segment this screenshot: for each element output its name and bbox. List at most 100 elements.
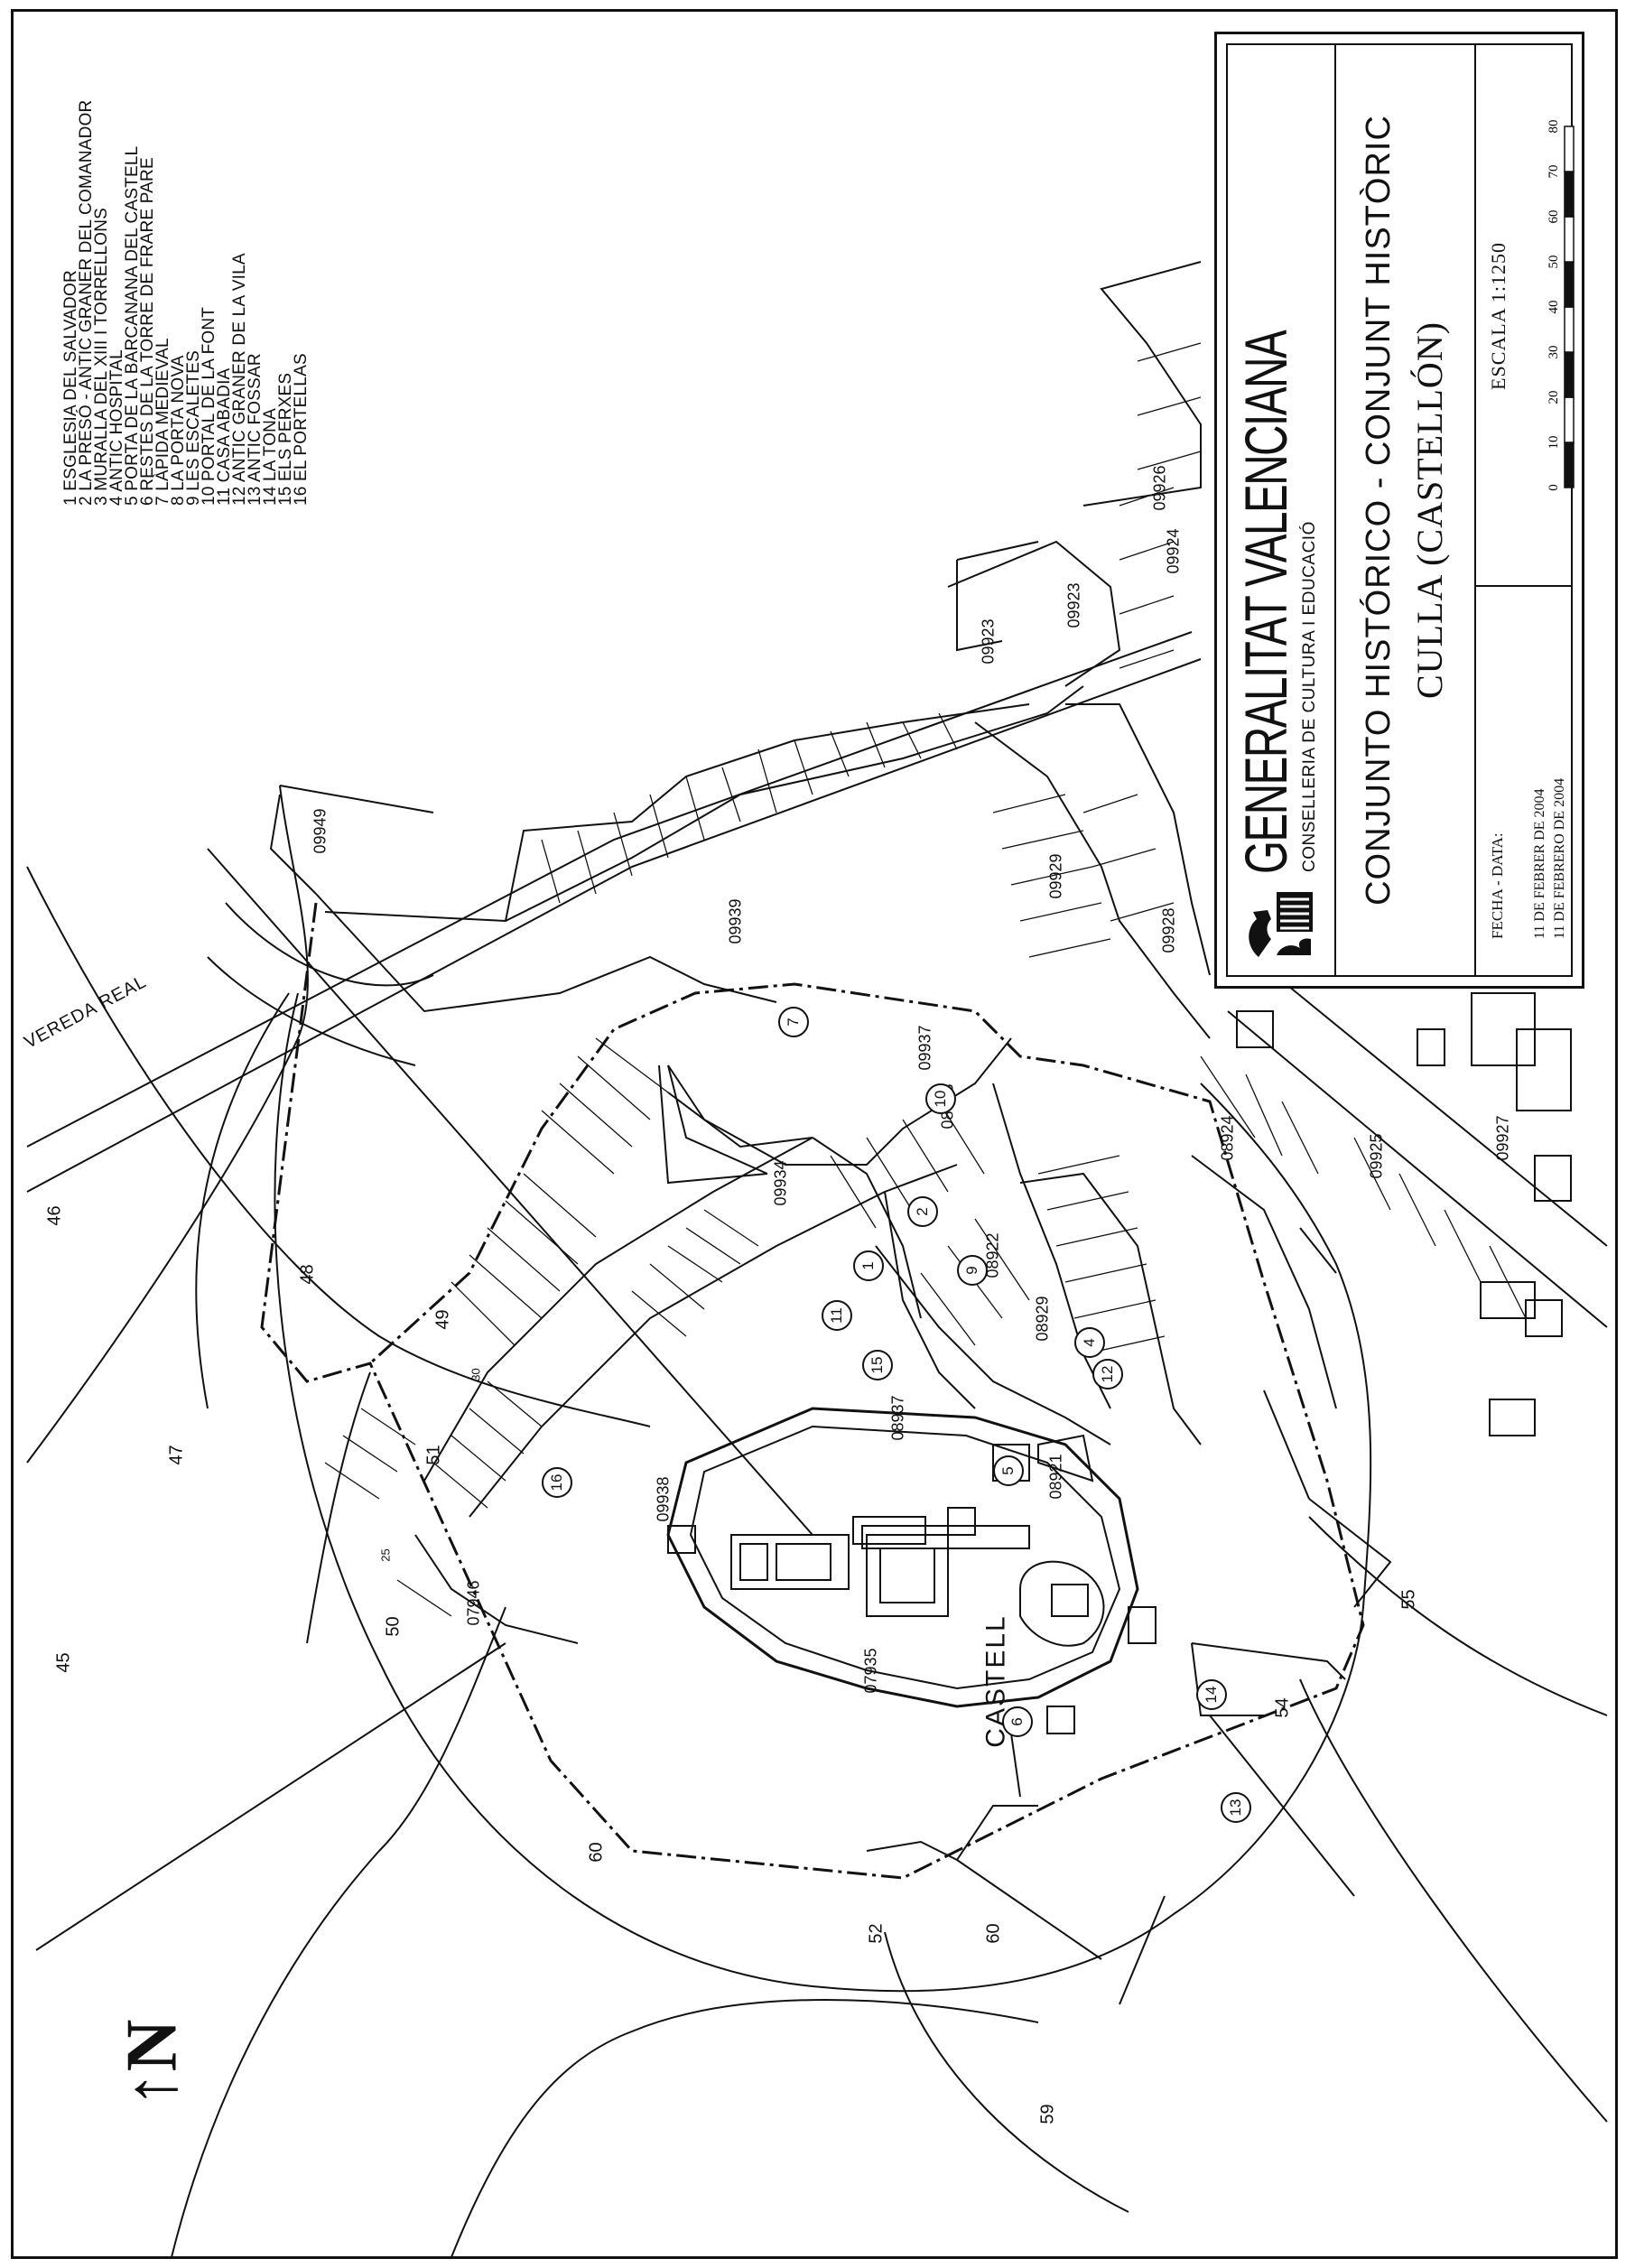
zone-number: 55 (1398, 1589, 1419, 1610)
monument-marker: 1 (853, 1250, 884, 1281)
town-block (324, 685, 1084, 923)
town-block (947, 540, 1121, 687)
zone-number: 60 (983, 1923, 1004, 1944)
town-block (469, 1164, 958, 1518)
lot-line (1119, 1895, 1166, 2005)
north-arrow-icon: ↑ (112, 2071, 192, 2108)
monument-marker: 13 (1221, 1792, 1251, 1823)
castle-building (1051, 1584, 1089, 1617)
lot-line (1209, 1715, 1355, 1897)
town-block (414, 1534, 579, 1644)
town-block (1191, 1155, 1337, 1409)
castle-building (852, 1516, 926, 1545)
lot-line (1263, 1390, 1310, 1500)
monument-marker: 9 (957, 1255, 988, 1286)
plan-title: CONJUNTO HISTÓRICO - CONJUNT HISTÒRIC (1360, 115, 1398, 906)
title-row: CONJUNTO HISTÓRICO - CONJUNT HISTÒRIC CU… (1334, 45, 1476, 975)
town-block (974, 721, 1211, 1039)
town-block (667, 1092, 813, 1148)
parcel-code: 09926 (1150, 465, 1169, 511)
contour-line (451, 1999, 1039, 2258)
lot-line (956, 1805, 1038, 1861)
zone-number: 50 (383, 1616, 404, 1637)
town-block (992, 1083, 1111, 1409)
town-block (423, 1137, 813, 1482)
north-arrow: ↑N (111, 2020, 193, 2108)
contour-line (26, 785, 309, 1464)
contour-line (1308, 1516, 1608, 1716)
scale-segment (1564, 396, 1575, 443)
scale-tick-label: 50 (1547, 256, 1561, 269)
monument-marker: 7 (778, 1007, 809, 1037)
castle-wall (666, 1407, 1139, 1708)
town-block (315, 893, 777, 1013)
town-block (1019, 1172, 1202, 1445)
town-block (1082, 261, 1202, 507)
monument-marker: 5 (993, 1455, 1024, 1486)
parcel-code: 09939 (726, 898, 745, 944)
monument-marker: 16 (542, 1467, 572, 1498)
zone-number: 54 (1272, 1697, 1293, 1718)
monument-marker: 12 (1092, 1359, 1123, 1390)
scale-tick-label: 0 (1547, 484, 1561, 491)
monument-marker: 15 (862, 1350, 893, 1380)
building (1417, 1028, 1445, 1066)
road-edge (1263, 965, 1608, 1247)
sheet-border (11, 9, 1618, 2259)
contour-line (35, 1642, 506, 1951)
parcel-code: 09925 (1367, 1133, 1386, 1179)
lot-line (956, 541, 1039, 561)
scale-label: ESCALA 1:1250 (1487, 242, 1510, 390)
monument-marker: 10 (925, 1083, 956, 1114)
plan-location: CULLA (CASTELLÓN) (1409, 321, 1450, 700)
castle-keep-inner (879, 1548, 935, 1603)
parcel-code: 09923 (979, 618, 998, 665)
date-value-es: 11 DE FEBRERO DE 2004 (1552, 777, 1567, 939)
lot-line (1299, 1227, 1337, 1274)
monument-marker: 6 (1002, 1706, 1033, 1737)
castle-wall (689, 1425, 1121, 1690)
north-label: N (112, 2019, 192, 2072)
scale-tick-label: 60 (1547, 210, 1561, 224)
parcel-code: 07935 (861, 1648, 880, 1694)
town-block (667, 1037, 1012, 1166)
date-label: FECHA - DATA: (1489, 832, 1506, 939)
logo-row: GENERALITAT VALENCIANA CONSELLERIA DE CU… (1228, 45, 1336, 975)
scale-segment (1564, 216, 1575, 263)
monument-marker: 4 (1074, 1327, 1105, 1358)
monument-marker: 11 (822, 1300, 852, 1331)
castle-building (1046, 1706, 1075, 1734)
generalitat-logo-icon (1249, 892, 1313, 957)
parcel-code: 08924 (1218, 1115, 1237, 1161)
zone-number: 51 (423, 1445, 444, 1465)
zone-number: 46 (44, 1205, 65, 1226)
contour-line (1299, 1678, 1608, 2123)
contour-line (207, 956, 416, 1066)
building (1525, 1299, 1563, 1337)
scale-segment (1564, 442, 1575, 488)
lot-line (1191, 1642, 1346, 1680)
scale-tick-label: 30 (1547, 346, 1561, 359)
contour-line (171, 1606, 506, 2258)
road-edge (26, 658, 1202, 1193)
castle-building (861, 1525, 1030, 1549)
lot-line (1308, 1498, 1392, 1608)
lot-line (866, 1840, 1102, 1960)
building (1534, 1155, 1572, 1202)
castle-tower (730, 1534, 850, 1590)
zone-number: 59 (1037, 2104, 1058, 2124)
zone-number: 49 (432, 1309, 453, 1330)
lot-line (1010, 1733, 1021, 1798)
scale-segment (1564, 125, 1575, 172)
zone-number: 52 (866, 1923, 887, 1944)
zone-number: 60 (586, 1842, 607, 1863)
zone-number: 30 (469, 1368, 483, 1381)
parcel-code: 09938 (654, 1476, 673, 1522)
org-name: GENERALITAT VALENCIANA (1232, 330, 1299, 874)
building (1516, 1028, 1572, 1111)
town-block (884, 1191, 976, 1409)
date-cell: FECHA - DATA: 11 DE FEBRER DE 2004 11 DE… (1474, 585, 1571, 975)
parcel-code: 09949 (311, 808, 330, 854)
